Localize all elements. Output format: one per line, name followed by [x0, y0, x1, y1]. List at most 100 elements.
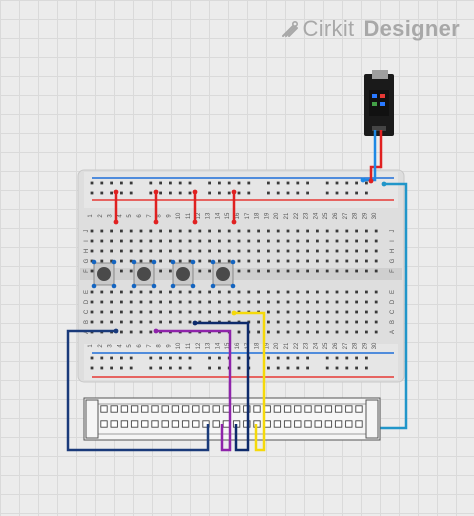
breadboard-hole[interactable]	[286, 320, 290, 324]
breadboard-hole[interactable]	[316, 229, 319, 233]
breadboard-hole[interactable]	[247, 249, 251, 253]
rail-hole[interactable]	[169, 181, 172, 185]
rail-hole[interactable]	[325, 366, 329, 370]
breadboard-hole[interactable]	[276, 229, 280, 233]
breadboard-hole[interactable]	[374, 290, 378, 294]
breadboard-hole[interactable]	[178, 229, 182, 233]
breadboard-hole[interactable]	[237, 330, 241, 334]
connector-pin[interactable]	[161, 420, 169, 428]
breadboard-hole[interactable]	[120, 320, 123, 324]
breadboard-hole[interactable]	[218, 239, 221, 243]
breadboard-hole[interactable]	[178, 259, 182, 263]
breadboard-hole[interactable]	[355, 300, 358, 304]
breadboard-hole[interactable]	[110, 249, 113, 253]
push-button[interactable]	[210, 259, 236, 289]
connector-pin[interactable]	[304, 405, 312, 413]
breadboard-hole[interactable]	[286, 239, 290, 243]
push-button[interactable]	[131, 259, 157, 289]
rail-hole[interactable]	[188, 356, 192, 360]
breadboard-hole[interactable]	[267, 300, 270, 304]
breadboard-hole[interactable]	[306, 300, 309, 304]
breadboard-hole[interactable]	[365, 310, 368, 314]
breadboard-hole[interactable]	[149, 249, 153, 253]
breadboard-hole[interactable]	[159, 310, 162, 314]
push-button[interactable]	[91, 259, 117, 289]
breadboard-hole[interactable]	[286, 249, 290, 253]
breadboard-hole[interactable]	[159, 229, 162, 233]
rail-hole[interactable]	[218, 366, 221, 370]
rail-hole[interactable]	[218, 181, 221, 185]
breadboard-hole[interactable]	[325, 249, 329, 253]
breadboard-hole[interactable]	[365, 239, 368, 243]
breadboard-hole[interactable]	[159, 290, 162, 294]
breadboard-hole[interactable]	[178, 310, 182, 314]
breadboard-hole[interactable]	[159, 239, 162, 243]
breadboard-hole[interactable]	[365, 229, 368, 233]
connector-pin[interactable]	[345, 420, 353, 428]
connector-pin[interactable]	[222, 420, 231, 428]
rail-hole[interactable]	[267, 191, 270, 195]
breadboard-hole[interactable]	[345, 300, 349, 304]
rail-hole[interactable]	[276, 356, 280, 360]
breadboard-hole[interactable]	[316, 330, 319, 334]
connector-pin[interactable]	[222, 405, 231, 413]
breadboard-hole[interactable]	[296, 269, 300, 273]
breadboard-hole[interactable]	[267, 310, 270, 314]
connector-pin[interactable]	[120, 405, 129, 413]
breadboard-hole[interactable]	[306, 259, 309, 263]
breadboard-hole[interactable]	[325, 300, 329, 304]
push-button-cap[interactable]	[97, 267, 111, 281]
breadboard-hole[interactable]	[355, 290, 358, 294]
breadboard-hole[interactable]	[365, 330, 368, 334]
connector-pin[interactable]	[334, 405, 343, 413]
breadboard-hole[interactable]	[306, 310, 309, 314]
breadboard-hole[interactable]	[345, 239, 349, 243]
breadboard-hole[interactable]	[316, 320, 319, 324]
breadboard-hole[interactable]	[149, 320, 153, 324]
breadboard-hole[interactable]	[208, 249, 211, 253]
breadboard-hole[interactable]	[129, 330, 133, 334]
rail-hole[interactable]	[169, 366, 172, 370]
breadboard-hole[interactable]	[335, 300, 339, 304]
breadboard-hole[interactable]	[374, 320, 378, 324]
rail-hole[interactable]	[178, 356, 182, 360]
breadboard-hole[interactable]	[237, 259, 241, 263]
rail-hole[interactable]	[296, 181, 300, 185]
connector-pin[interactable]	[100, 405, 108, 413]
connector-pin[interactable]	[314, 405, 322, 413]
breadboard-hole[interactable]	[208, 300, 211, 304]
breadboard-hole[interactable]	[365, 300, 368, 304]
breadboard-hole[interactable]	[198, 239, 202, 243]
signal-wires[interactable]	[66, 310, 266, 452]
breadboard-hole[interactable]	[227, 239, 231, 243]
breadboard-hole[interactable]	[345, 290, 349, 294]
breadboard-hole[interactable]	[218, 310, 221, 314]
breadboard-hole[interactable]	[139, 310, 143, 314]
connector-pin[interactable]	[161, 405, 169, 413]
rail-hole[interactable]	[188, 366, 192, 370]
breadboard-hole[interactable]	[365, 269, 368, 273]
connector-pin[interactable]	[355, 405, 363, 413]
connector-pin[interactable]	[345, 405, 353, 413]
breadboard-hole[interactable]	[110, 300, 113, 304]
breadboard-hole[interactable]	[198, 300, 202, 304]
breadboard-hole[interactable]	[374, 300, 378, 304]
rail-hole[interactable]	[355, 356, 358, 360]
breadboard-hole[interactable]	[374, 229, 378, 233]
breadboard-hole[interactable]	[149, 330, 153, 334]
breadboard-hole[interactable]	[306, 330, 309, 334]
push-buttons[interactable]	[91, 259, 236, 289]
push-button-cap[interactable]	[176, 267, 190, 281]
breadboard-hole[interactable]	[129, 290, 133, 294]
breadboard-hole[interactable]	[169, 320, 172, 324]
breadboard-hole[interactable]	[90, 229, 94, 233]
breadboard-hole[interactable]	[169, 239, 172, 243]
breadboard-hole[interactable]	[345, 320, 349, 324]
rail-hole[interactable]	[325, 191, 329, 195]
breadboard-hole[interactable]	[257, 229, 260, 233]
breadboard-hole[interactable]	[178, 249, 182, 253]
breadboard-hole[interactable]	[139, 239, 143, 243]
rail-hole[interactable]	[218, 356, 221, 360]
breadboard-hole[interactable]	[267, 229, 270, 233]
breadboard-hole[interactable]	[267, 259, 270, 263]
